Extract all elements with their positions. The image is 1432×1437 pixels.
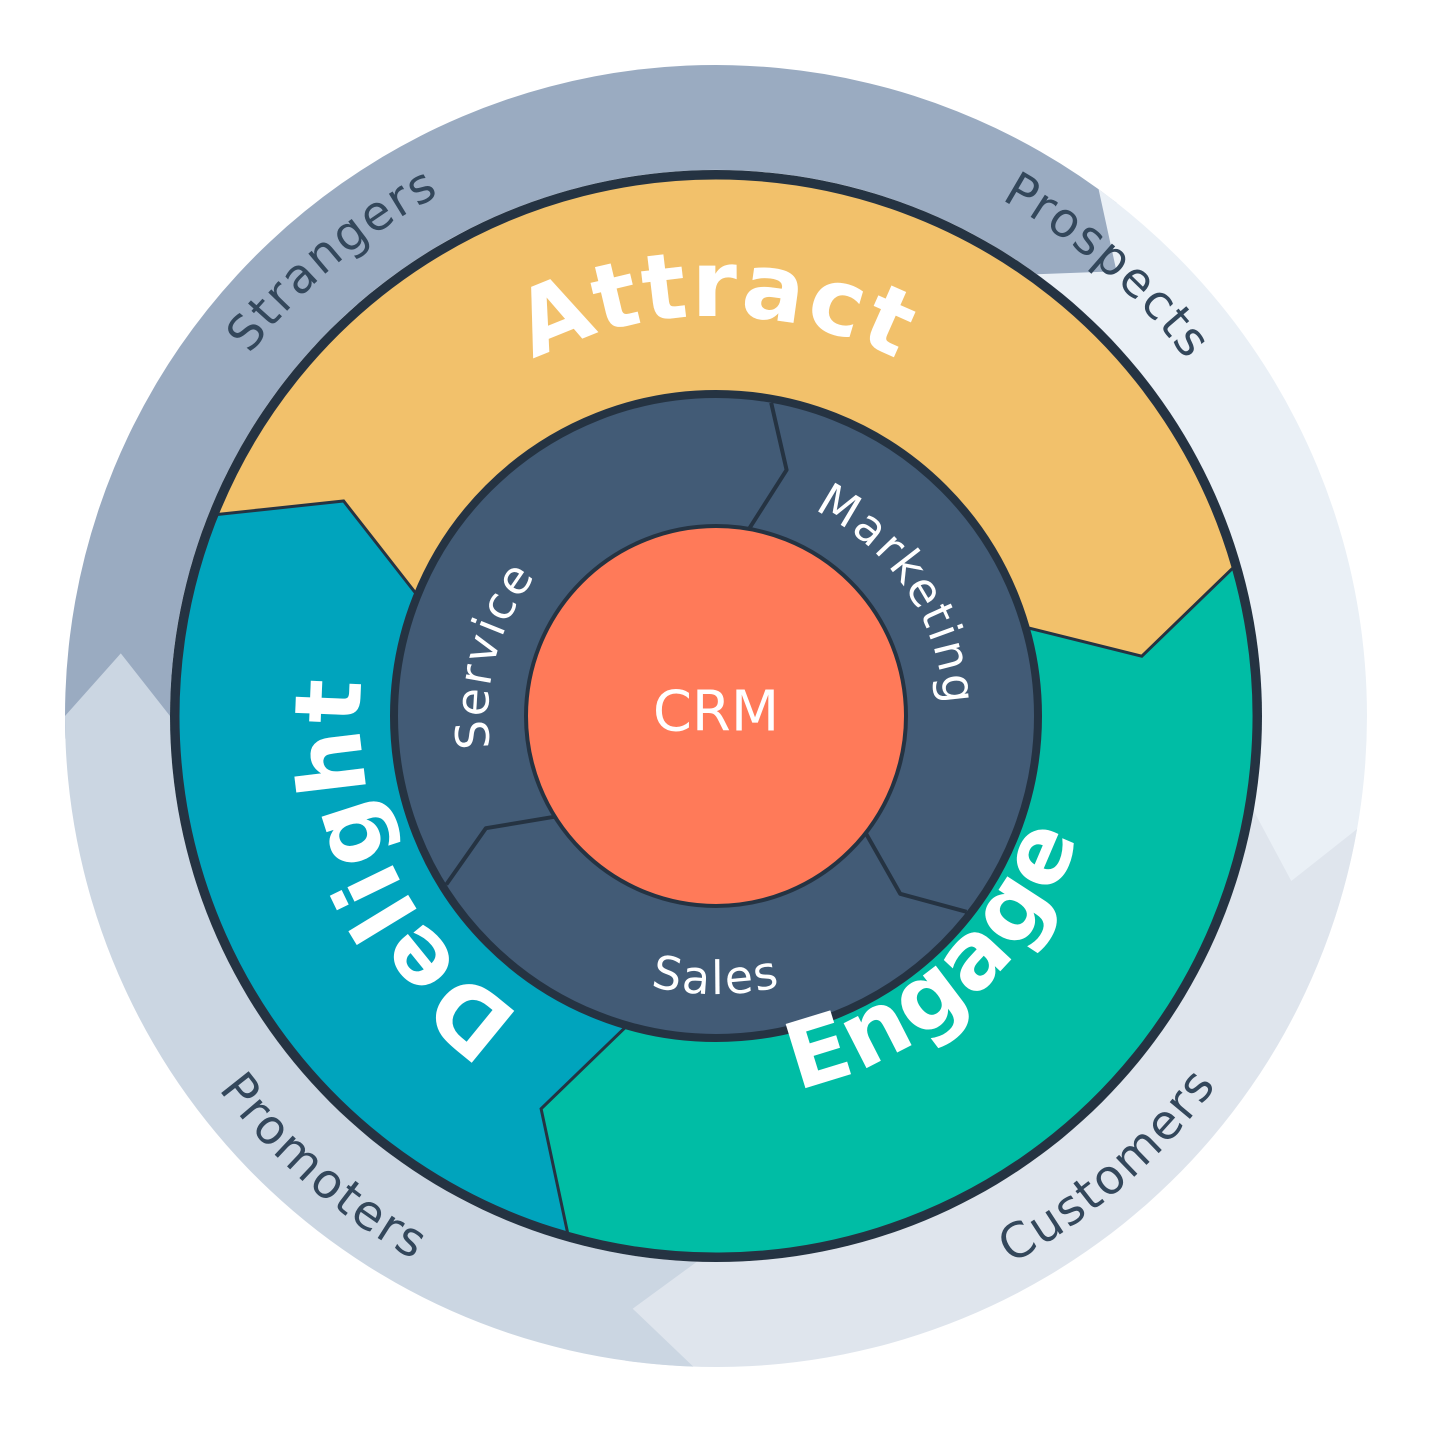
team-ring-dividers [444,402,968,914]
divider-service-start [444,814,556,886]
audience-segment-promoters [65,653,697,1367]
audience-segment-strangers [65,64,1132,739]
crm-hub [524,524,908,908]
audience-ring [65,64,1367,1368]
audience-segment-prospects [1036,189,1367,960]
team-label-sales: Sales [648,944,783,1005]
audience-segment-customers [571,810,1358,1368]
crm-label: CRM [653,680,779,745]
divider-marketing-start [747,402,789,530]
stage-ring [176,176,1256,1256]
divider-sales-start [863,832,968,914]
